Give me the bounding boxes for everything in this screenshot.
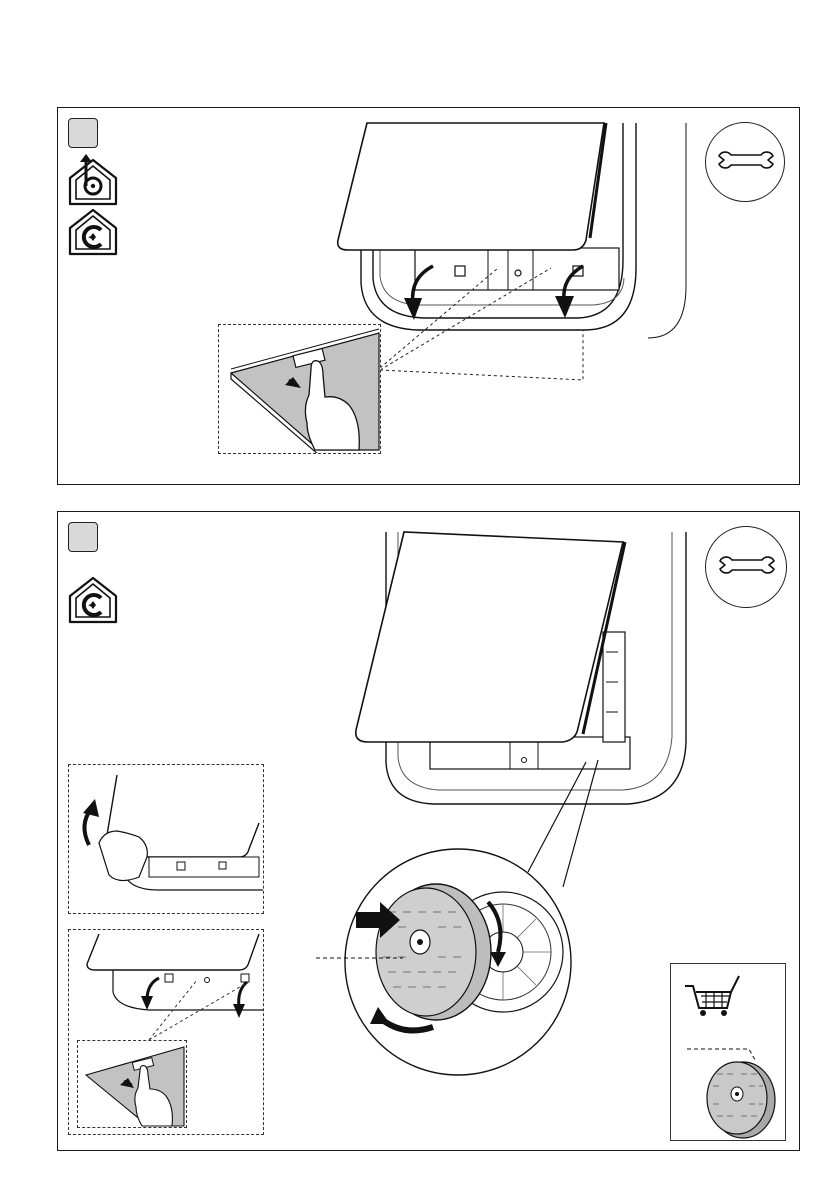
shopping-cart-icon: [685, 976, 739, 1016]
step-panel-1: [57, 107, 800, 485]
finger-press-illustration: [219, 325, 381, 454]
lift-panel-illustration: [69, 765, 264, 914]
finger-detail-illustration: [78, 1041, 187, 1128]
inset-press-latch: [218, 324, 381, 454]
inset-replacement-filter: [670, 963, 786, 1141]
inset-release-latch: [68, 929, 264, 1135]
step-panel-2: [57, 511, 800, 1151]
inset-lift-panel: [68, 764, 264, 914]
replacement-filter-illustration: [671, 964, 786, 1141]
inset-finger-detail: [77, 1040, 187, 1128]
hood-illustration-1: [58, 108, 801, 486]
